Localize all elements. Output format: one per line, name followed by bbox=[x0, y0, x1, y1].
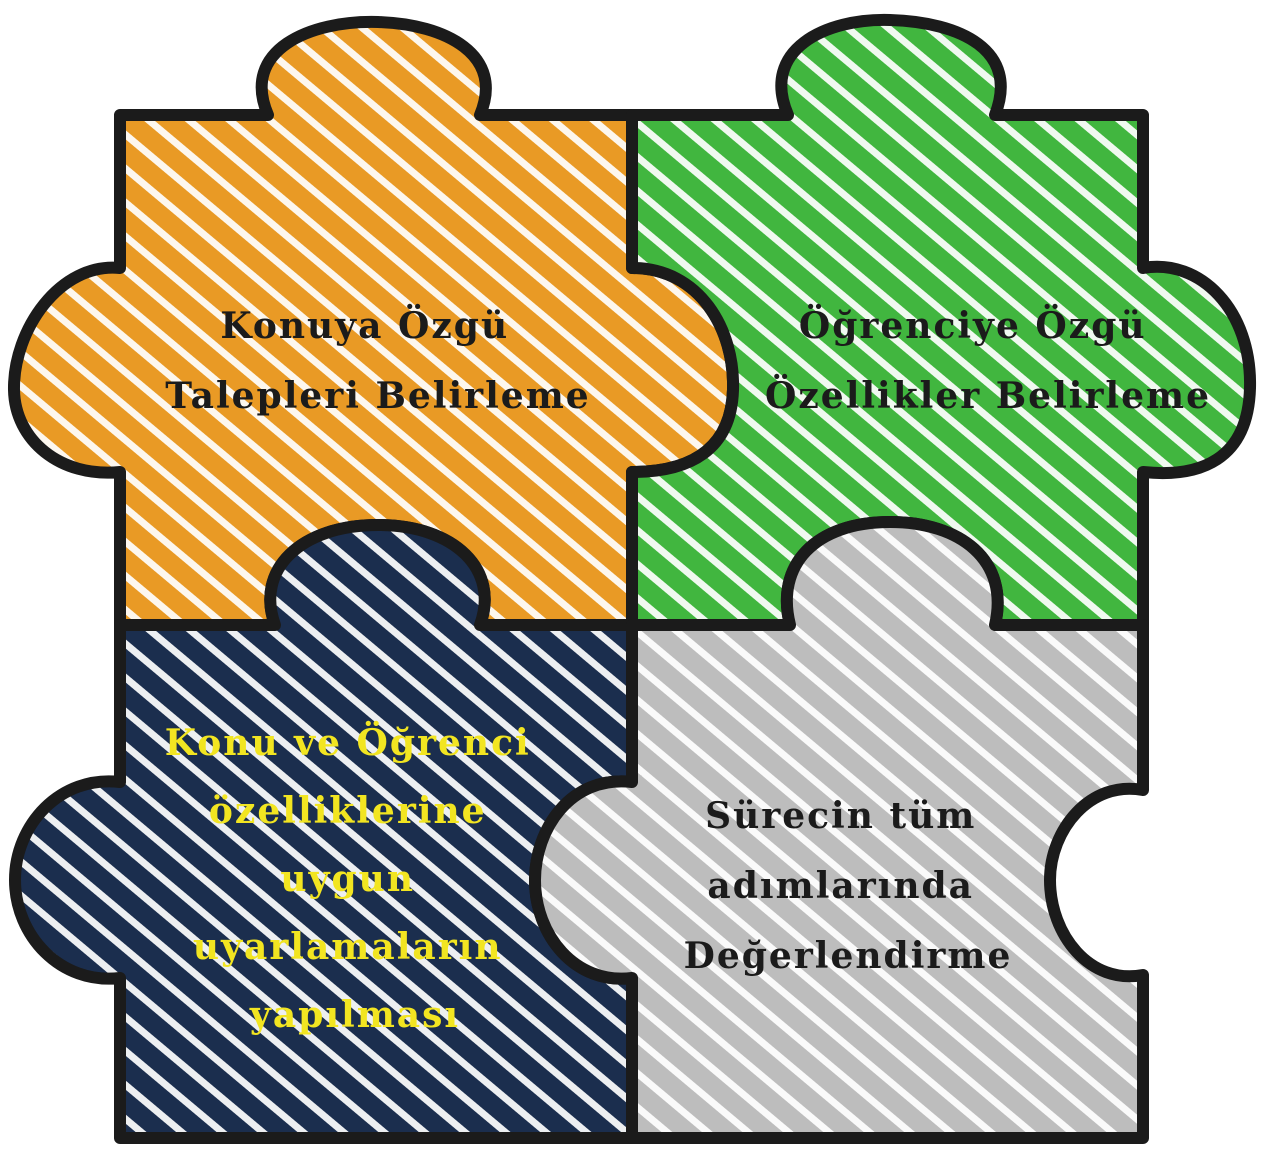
piece-bottom-right-line-3: Değerlendirme bbox=[684, 935, 1013, 977]
piece-bottom-right: Sürecin tüm adımlarında Değerlendirme bbox=[529, 516, 1149, 1144]
svg-text:Konuya Özgü Talepleri Be: Konuya Özgü Talepleri Belirleme bbox=[165, 304, 590, 417]
piece-bottom-left-line-3: uygun bbox=[280, 858, 415, 900]
piece-bottom-left-line-5: yapılması bbox=[249, 994, 460, 1036]
svg-text:Öğrenciye Özgü Özellikle: Öğrenciye Özgü Özellikler Belirleme bbox=[765, 304, 1211, 417]
piece-bottom-left-line-1: Konu ve Öğrenci bbox=[165, 721, 531, 764]
piece-top-right-line-2: Özellikler Belirleme bbox=[765, 374, 1211, 417]
piece-top-left-line-2: Talepleri Belirleme bbox=[165, 375, 590, 417]
piece-top-left-line-1: Konuya Özgü bbox=[220, 304, 509, 347]
svg-text:Sürecin tüm adımlarında: Sürecin tüm adımlarında Değerlendirme bbox=[684, 795, 1013, 977]
piece-top-left: Konuya Özgü Talepleri Belirleme bbox=[7, 15, 740, 631]
svg-text:Konu ve Öğrenci özellikl: Konu ve Öğrenci özelliklerine uygun uyar… bbox=[165, 721, 545, 1036]
piece-bottom-left-line-4: uyarlamaların bbox=[193, 926, 503, 968]
piece-bottom-left-line-2: özelliklerine bbox=[209, 790, 487, 832]
piece-bottom-right-line-1: Sürecin tüm bbox=[705, 795, 976, 837]
piece-bottom-right-line-2: adımlarında bbox=[707, 865, 974, 907]
piece-top-right: Öğrenciye Özgü Özellikler Belirleme bbox=[626, 13, 1257, 631]
piece-top-right-line-1: Öğrenciye Özgü bbox=[799, 304, 1147, 347]
